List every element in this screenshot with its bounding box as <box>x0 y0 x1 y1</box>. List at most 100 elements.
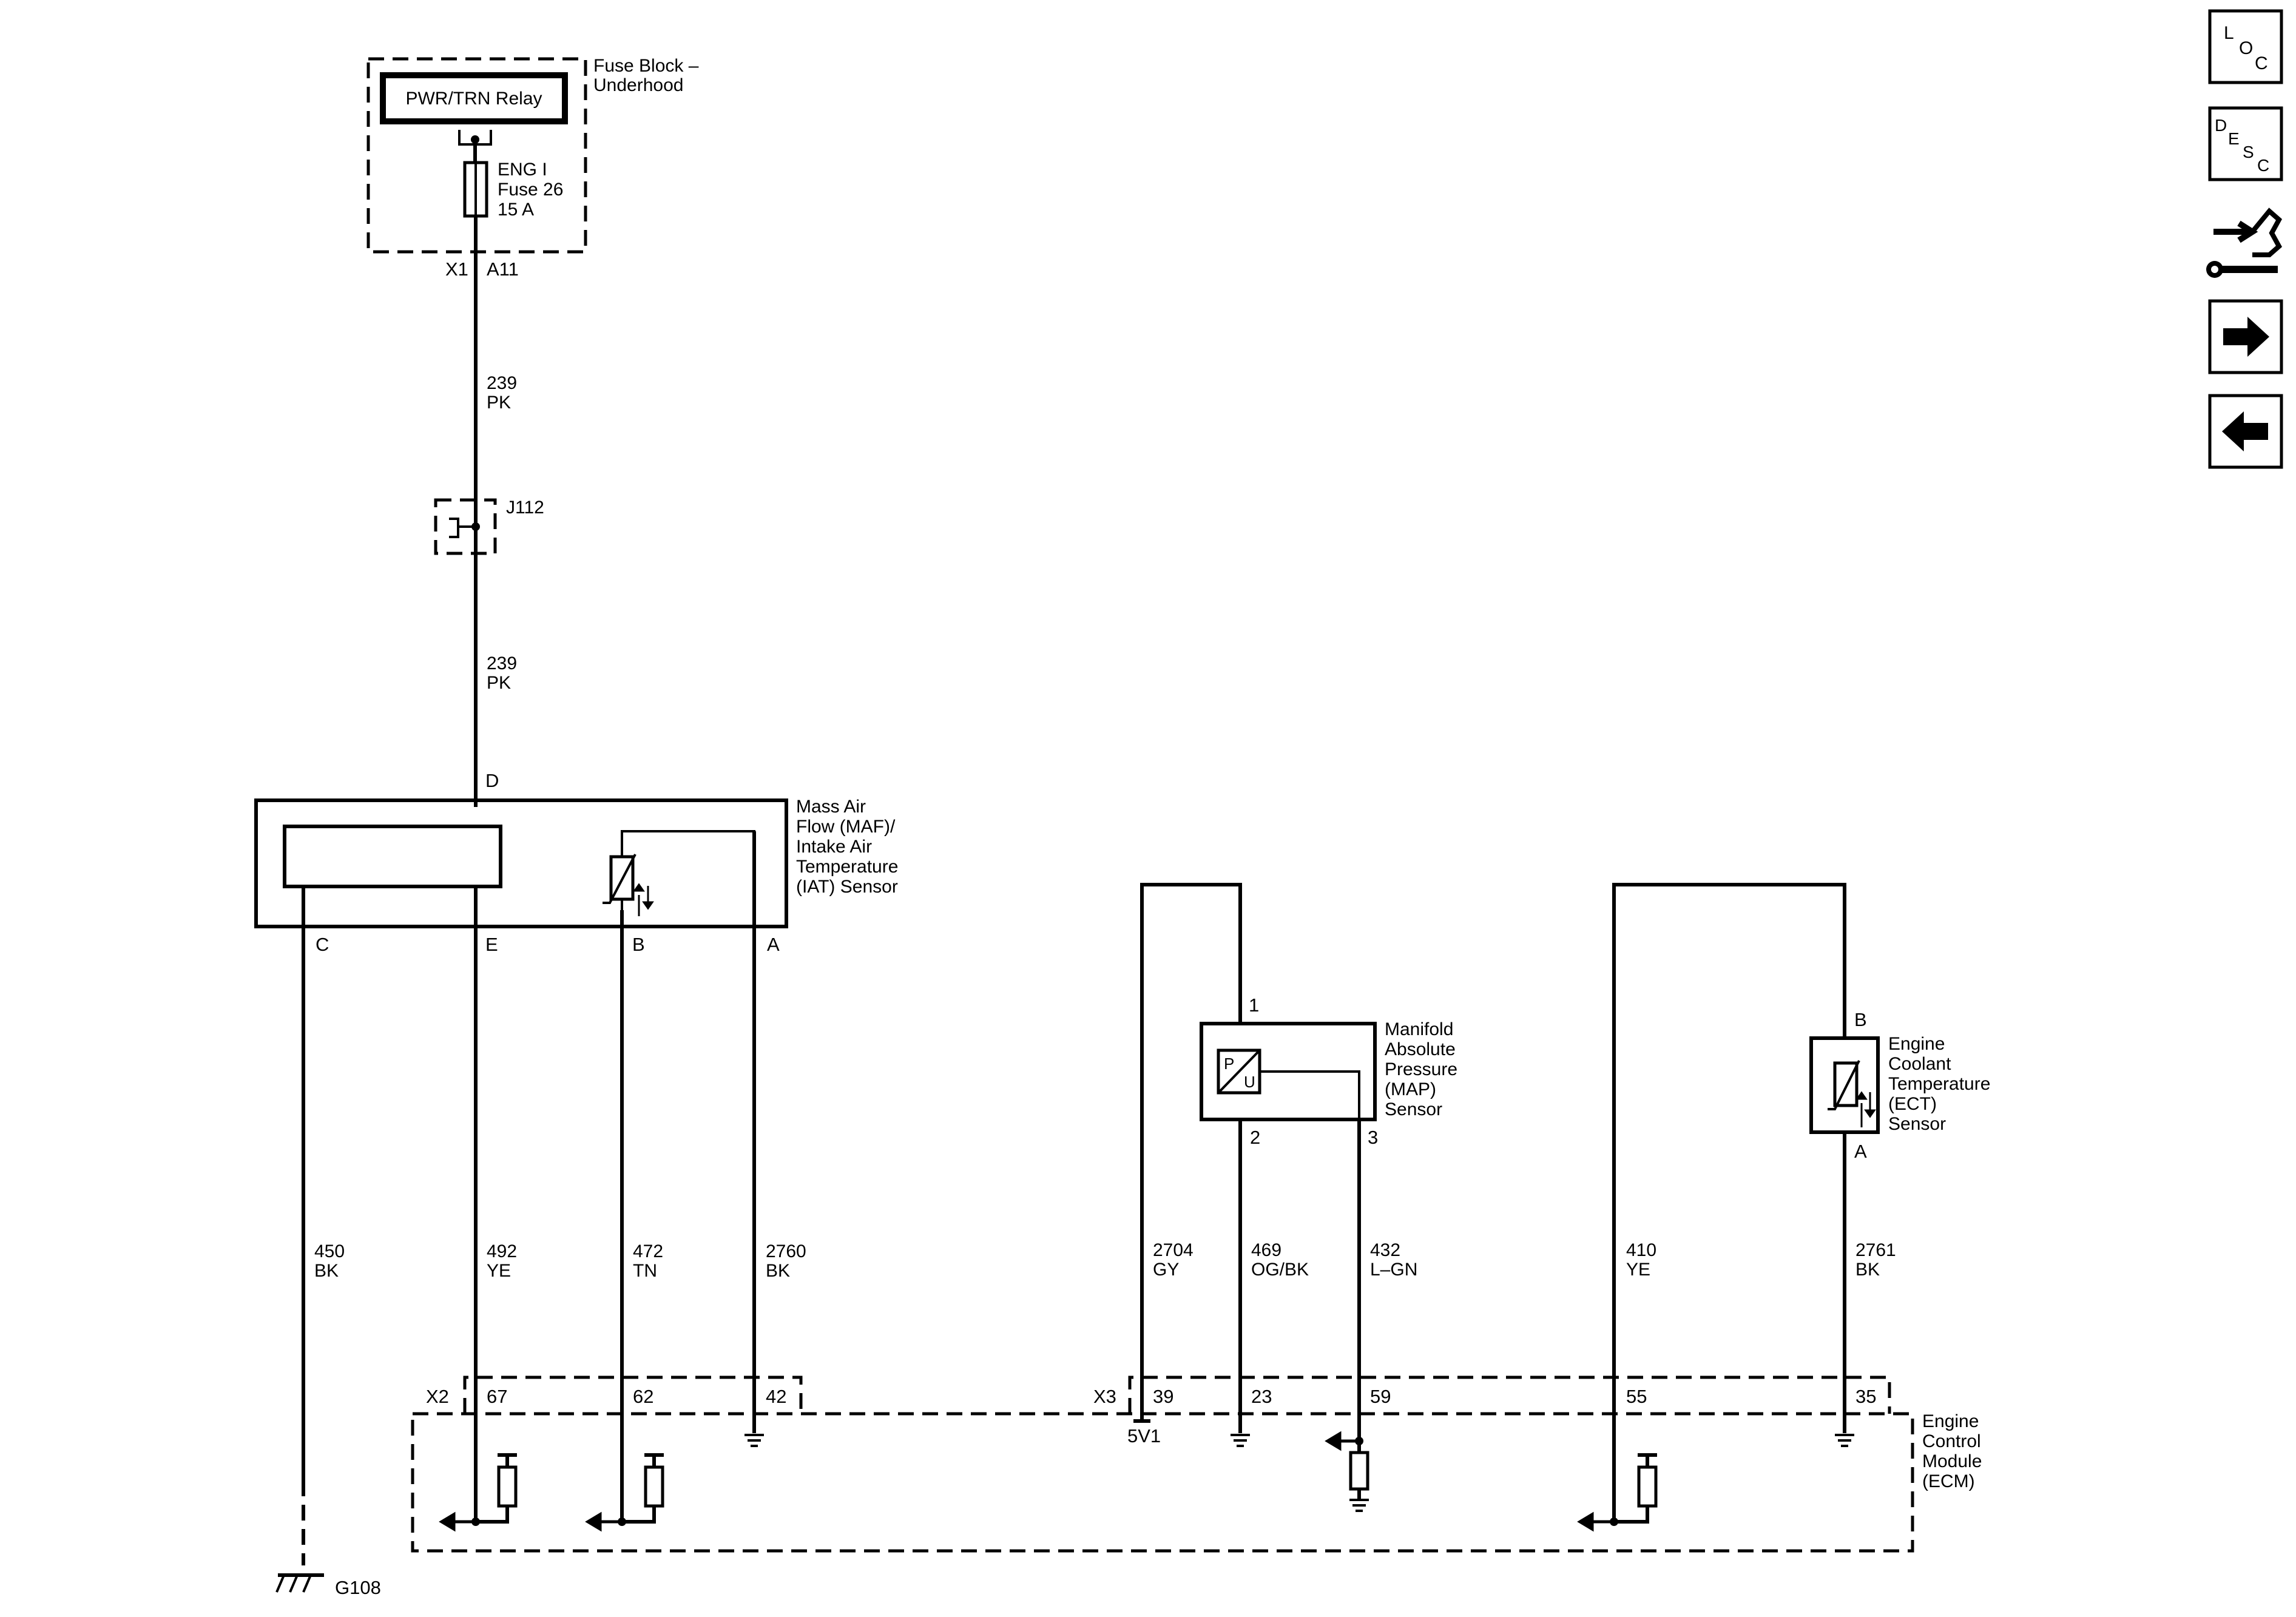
connector-view-button[interactable] <box>2206 208 2283 278</box>
fuse-rating: 15 A <box>498 200 534 220</box>
ect-name-line1: Engine <box>1888 1034 1945 1054</box>
ecm-x3-pin-59: 59 <box>1370 1386 1391 1407</box>
map-name-line3: Pressure <box>1385 1059 1457 1079</box>
maf-pin-c: C <box>316 934 329 955</box>
map-transducer-p: P <box>1224 1055 1234 1073</box>
map-name-line5: Sensor <box>1385 1099 1442 1119</box>
maf-pin-d: D <box>485 770 499 791</box>
ecm-pullup-pin-67 <box>439 1453 518 1532</box>
wire-2761-circuit: 2761 <box>1855 1240 1896 1260</box>
wire-2761-color: BK <box>1855 1260 1880 1280</box>
ecm-x3-pin-23: 23 <box>1251 1386 1272 1407</box>
wire-492-color: YE <box>487 1261 511 1281</box>
wire-410-circuit: 410 <box>1626 1240 1656 1260</box>
ecm-pulldown-pin-59 <box>1325 1431 1369 1512</box>
ecm-ground-pin-23 <box>1231 1429 1250 1447</box>
map-name-line4: (MAP) <box>1385 1079 1436 1099</box>
wire-2704-color: GY <box>1153 1260 1179 1280</box>
previous-button[interactable] <box>2208 394 2283 469</box>
ecm-ground-pin-42 <box>745 1429 764 1447</box>
fuse-block-connector-x1: X1 <box>445 258 468 280</box>
loc-button[interactable]: L O C <box>2208 9 2283 84</box>
wire-410-color: YE <box>1626 1260 1650 1280</box>
wire-2760-circuit: 2760 <box>766 1241 806 1261</box>
wire-432-circuit: 432 <box>1370 1240 1400 1260</box>
wire-239-top-color: PK <box>487 393 511 413</box>
ect-name-line3: Temperature <box>1888 1074 1990 1094</box>
wire-labels: 450 BK 492 YE 472 TN 2760 BK 2704 GY 469… <box>314 1240 1896 1281</box>
pwr-trn-relay-box <box>380 72 568 124</box>
maf-pin-e: E <box>485 934 498 955</box>
maf-name-line1: Mass Air <box>796 797 866 817</box>
maf-name-line3: Intake Air <box>796 837 872 857</box>
fuse-block-pin-a11: A11 <box>487 258 519 280</box>
fuse-number: Fuse 26 <box>498 180 563 200</box>
ecm-name-line3: Module <box>1922 1451 1982 1471</box>
wire-239-bottom-color: PK <box>487 673 511 693</box>
wire-492-circuit: 492 <box>487 1241 517 1261</box>
maf-pin-a: A <box>767 934 780 955</box>
wire-469-circuit: 469 <box>1251 1240 1281 1260</box>
wire-432-color: L–GN <box>1370 1260 1417 1280</box>
next-button[interactable] <box>2208 299 2283 374</box>
ecm-x3-pin-39: 39 <box>1153 1386 1173 1407</box>
desc-letter-d: D <box>2215 116 2227 135</box>
ecm-name-line4: (ECM) <box>1922 1471 1975 1491</box>
ecm-connector-x2: X2 <box>426 1386 449 1407</box>
desc-letter-c: C <box>2257 156 2269 175</box>
ecm-x2-pin-42: 42 <box>766 1386 786 1407</box>
wire-472-circuit: 472 <box>633 1241 663 1261</box>
ect-name-line4: (ECT) <box>1888 1094 1937 1114</box>
ecm-name-line1: Engine <box>1922 1411 1979 1431</box>
loc-letter-l: L <box>2224 23 2234 43</box>
pwr-trn-relay-label: PWR/TRN Relay <box>405 89 542 109</box>
maf-pin-b: B <box>632 934 645 955</box>
fuse-name: ENG I <box>498 160 547 180</box>
wire-450-circuit: 450 <box>314 1241 345 1261</box>
ecm-connector-x3: X3 <box>1093 1386 1116 1407</box>
next-arrow-icon <box>2223 317 2269 357</box>
ground-g108: G108 <box>275 1573 381 1598</box>
engine-control-module: Engine Control Module (ECM) X2 67 62 42 … <box>411 1376 1982 1553</box>
previous-arrow-icon <box>2222 411 2268 451</box>
ecm-x2-pin-62: 62 <box>633 1386 653 1407</box>
ecm-ground-pin-35 <box>1835 1429 1854 1447</box>
desc-button[interactable]: D E S C <box>2208 106 2283 181</box>
fuse-block-name-line1: Fuse Block – <box>593 56 699 76</box>
map-pin-2: 2 <box>1250 1127 1260 1148</box>
wire-2760-color: BK <box>766 1261 790 1281</box>
map-sensor: 1 P U Manifold Absolute Pressure (MAP) S… <box>1140 883 1457 1414</box>
maf-name-line4: Temperature <box>796 857 898 877</box>
maf-name-line2: Flow (MAF)/ <box>796 817 896 837</box>
splice-label: J112 <box>506 498 544 518</box>
wire-469-color: OG/BK <box>1251 1260 1309 1280</box>
fuse-block-name-line2: Underhood <box>593 75 683 95</box>
ect-sensor: B Engine Coolant Temperature (ECT) Senso… <box>1612 883 1990 1522</box>
map-pin-1: 1 <box>1249 994 1259 1016</box>
map-pin-3: 3 <box>1368 1127 1378 1148</box>
ecm-5v-reference-label: 5V1 <box>1127 1425 1161 1447</box>
splice-j112: J112 <box>434 498 544 555</box>
wire-450-color: BK <box>314 1261 339 1281</box>
map-transducer-u: U <box>1244 1073 1255 1091</box>
ecm-x3-pin-55: 55 <box>1626 1386 1647 1407</box>
map-name-line1: Manifold <box>1385 1019 1453 1039</box>
wire-2704-circuit: 2704 <box>1153 1240 1194 1260</box>
wire-239-bottom-circuit: 239 <box>487 653 517 673</box>
connector-view-icon <box>2206 208 2283 278</box>
ect-pin-a: A <box>1854 1141 1867 1162</box>
loc-letter-o: O <box>2239 38 2253 58</box>
ecm-pullup-pin-55 <box>1577 1453 1658 1532</box>
maf-element <box>283 825 502 888</box>
ect-name-line2: Coolant <box>1888 1054 1951 1074</box>
fuse-block-underhood: Fuse Block – Underhood PWR/TRN Relay ENG… <box>366 56 699 280</box>
map-name-line2: Absolute <box>1385 1039 1456 1059</box>
ecm-x2-pin-67: 67 <box>487 1386 507 1407</box>
desc-letter-s: S <box>2243 143 2254 161</box>
wire-472-color: TN <box>633 1261 657 1281</box>
ect-name-line5: Sensor <box>1888 1114 1946 1134</box>
ecm-name-line2: Control <box>1922 1431 1981 1451</box>
maf-iat-sensor: D Mass Air Flow (MAF)/ Intake Air Temper… <box>254 770 898 955</box>
desc-letter-e: E <box>2228 129 2240 148</box>
